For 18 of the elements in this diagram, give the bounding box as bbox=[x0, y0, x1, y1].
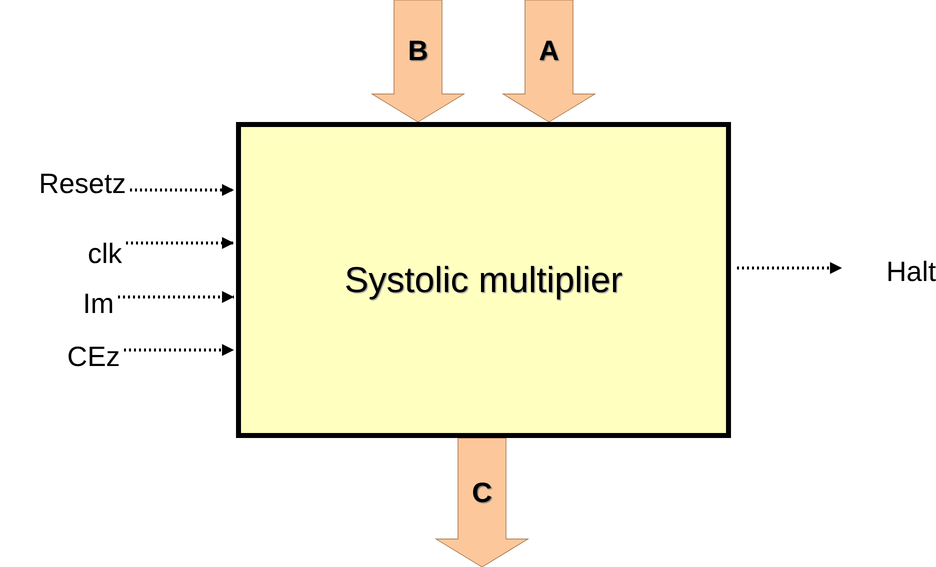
arrow bbox=[737, 262, 842, 274]
signal-name: Resetz bbox=[38, 168, 126, 200]
block-arrow bbox=[502, 0, 596, 122]
signal-name: CEz bbox=[67, 341, 120, 373]
edge-label: B bbox=[408, 35, 428, 67]
arrow bbox=[130, 184, 234, 196]
block-arrow bbox=[434, 438, 530, 567]
block-arrow bbox=[370, 0, 466, 122]
block-title: Systolic multiplier bbox=[344, 259, 623, 301]
edge-label: A bbox=[538, 35, 560, 67]
signal-name: Halt bbox=[886, 256, 936, 288]
process-box bbox=[236, 122, 731, 438]
signal-name: clk bbox=[88, 238, 122, 270]
arrow bbox=[124, 344, 234, 356]
arrow bbox=[126, 237, 234, 249]
edge-label: C bbox=[472, 476, 492, 508]
signal-name: Im bbox=[82, 288, 114, 320]
arrow bbox=[118, 291, 234, 303]
